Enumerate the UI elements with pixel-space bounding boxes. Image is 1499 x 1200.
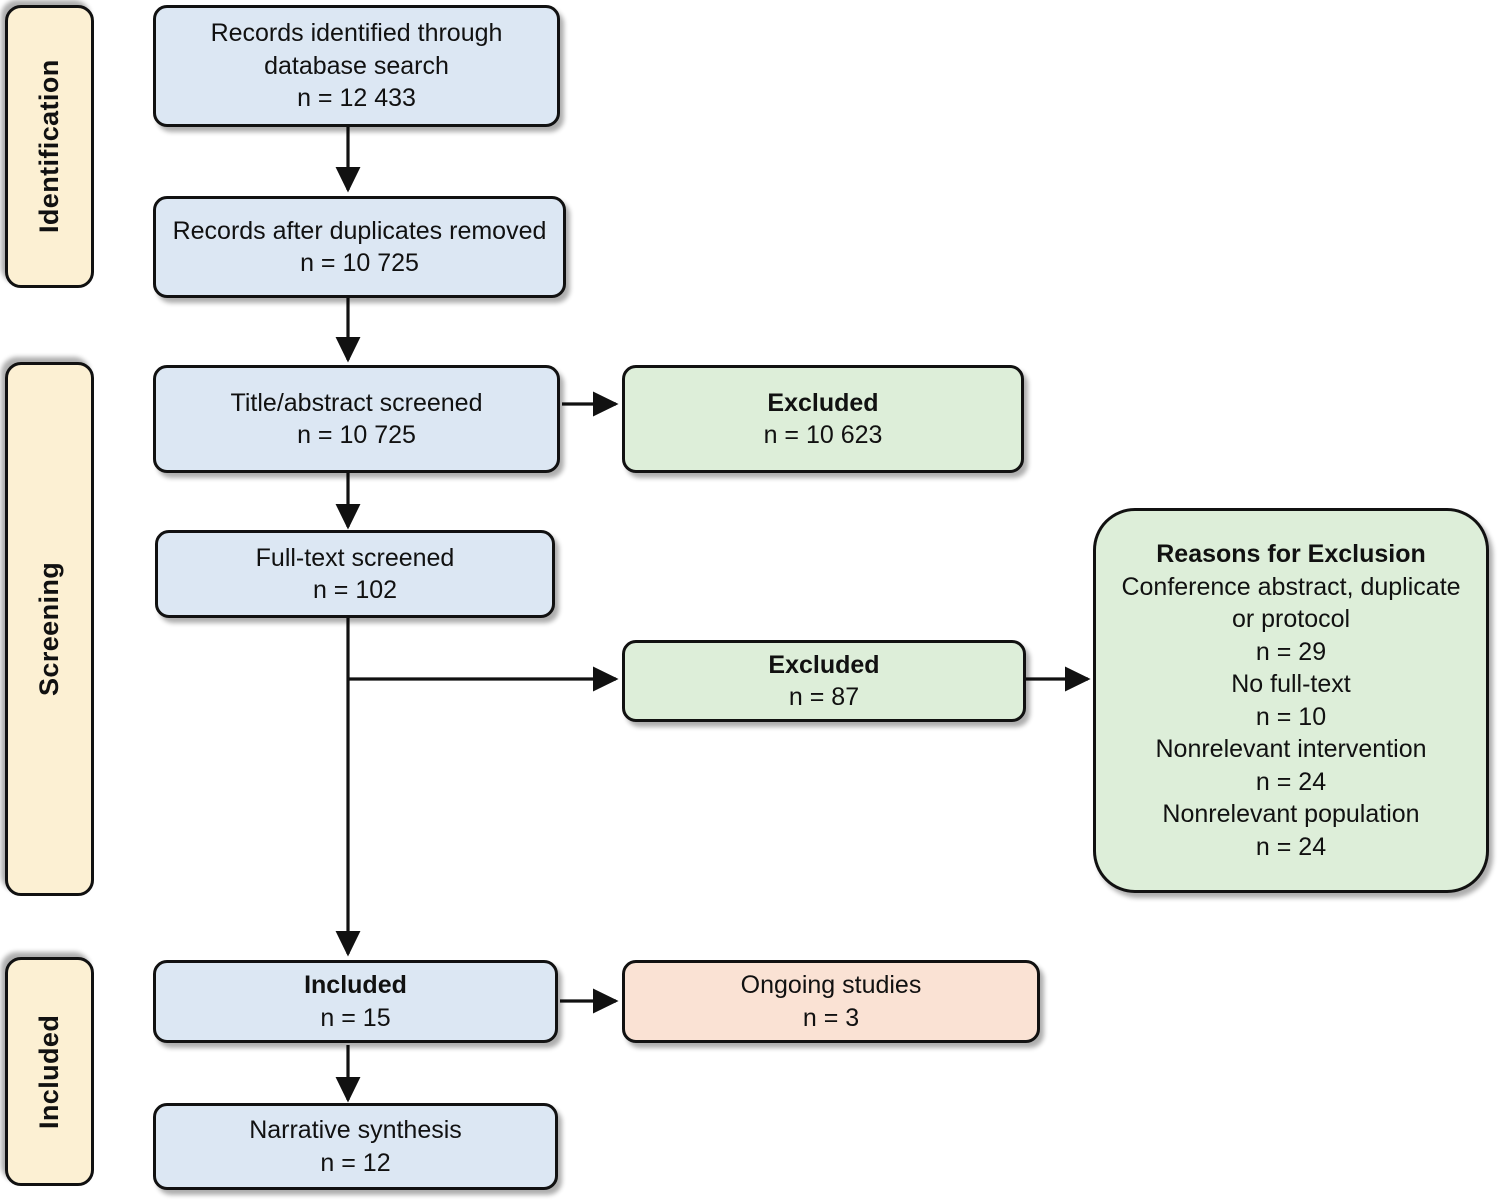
node-excluded-title-abstract-line-1: Excluded [767, 388, 879, 417]
node-reasons-for-exclusion-line-9: Nonrelevant population [1162, 800, 1420, 828]
node-reasons-for-exclusion-line-2: Conference abstract, duplicate [1121, 572, 1461, 601]
node-narrative-synthesis: Narrative synthesis n = 12 [153, 1103, 558, 1190]
node-included-line-1: Included [304, 971, 407, 999]
node-reasons-for-exclusion-line-8: n = 24 [1255, 767, 1327, 796]
node-reasons-for-exclusion-heading: Reasons for Exclusion [1156, 540, 1426, 568]
node-excluded-full-text: Excluded n = 87 [622, 640, 1026, 722]
stage-label-included: Included [5, 957, 94, 1186]
node-included: Included n = 15 [153, 960, 558, 1043]
node-excluded-full-text-line-1: Excluded [768, 650, 880, 679]
node-excluded-full-text-line-2: n = 87 [788, 683, 860, 711]
node-reasons-for-exclusion-line-3: or protocol [1231, 605, 1351, 633]
node-included-line-2: n = 15 [320, 1003, 391, 1032]
node-reasons-for-exclusion-line-10: n = 24 [1255, 832, 1327, 861]
stage-label-screening-text: Screening [34, 561, 64, 697]
node-ongoing-studies-line-2: n = 3 [802, 1003, 860, 1032]
node-ongoing-studies: Ongoing studies n = 3 [622, 960, 1040, 1043]
node-full-text-screened-line-1: Full-text screened [255, 543, 455, 572]
node-records-identified-line-2: database search [264, 51, 449, 80]
node-narrative-synthesis-line-2: n = 12 [320, 1148, 391, 1177]
node-title-abstract-screened-line-1: Title/abstract screened [230, 388, 483, 417]
node-records-after-duplicates: Records after duplicates removed n = 10 … [153, 196, 566, 298]
stage-label-identification-text: Identification [34, 59, 64, 234]
node-records-after-duplicates-line-1: Records after duplicates removed [172, 216, 547, 245]
node-title-abstract-screened-line-2: n = 10 725 [297, 421, 416, 449]
node-reasons-for-exclusion-line-5: No full-text [1231, 670, 1351, 698]
node-narrative-synthesis-line-1: Narrative synthesis [249, 1116, 462, 1144]
node-records-after-duplicates-line-2: n = 10 725 [300, 249, 419, 277]
node-reasons-for-exclusion-line-4: n = 29 [1255, 637, 1327, 666]
node-title-abstract-screened: Title/abstract screened n = 10 725 [153, 365, 560, 473]
stage-label-screening: Screening [5, 362, 94, 896]
node-records-identified-line-1: Records identified through [210, 19, 503, 48]
node-excluded-title-abstract-line-2: n = 10 623 [763, 421, 883, 449]
node-full-text-screened-line-2: n = 102 [312, 576, 398, 604]
node-records-identified-line-3: n = 12 433 [297, 84, 416, 113]
node-records-identified: Records identified through database sear… [153, 5, 560, 127]
node-reasons-for-exclusion: Reasons for Exclusion Conference abstrac… [1093, 508, 1489, 893]
stage-label-included-text: Included [34, 1014, 64, 1129]
node-excluded-title-abstract: Excluded n = 10 623 [622, 365, 1024, 473]
node-reasons-for-exclusion-line-6: n = 10 [1255, 702, 1327, 731]
node-ongoing-studies-line-1: Ongoing studies [740, 971, 922, 999]
stage-label-identification: Identification [5, 5, 94, 288]
node-full-text-screened: Full-text screened n = 102 [155, 530, 555, 618]
node-reasons-for-exclusion-line-7: Nonrelevant intervention [1155, 735, 1427, 763]
